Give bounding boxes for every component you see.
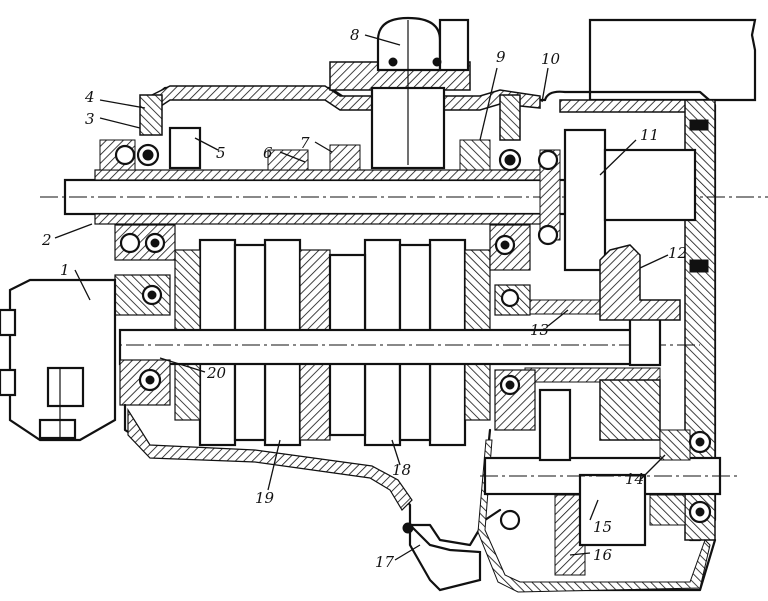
callout-5: 5 xyxy=(216,144,226,162)
callout-14: 14 xyxy=(625,470,644,488)
callout-16: 16 xyxy=(593,546,613,564)
callout-7: 7 xyxy=(300,134,310,152)
callout-4: 4 xyxy=(84,88,95,106)
callout-1: 1 xyxy=(60,261,70,279)
callout-17: 17 xyxy=(375,553,395,571)
callout-3: 3 xyxy=(85,110,95,128)
upper-gears xyxy=(99,126,522,172)
reverse-shaft xyxy=(480,388,740,576)
callout-18: 18 xyxy=(392,461,411,479)
housing-lower xyxy=(123,403,717,593)
callout-13: 13 xyxy=(530,321,549,339)
callout-19: 19 xyxy=(255,489,275,507)
callout-15: 15 xyxy=(593,518,612,536)
leader-lines xyxy=(54,34,669,561)
input-housing xyxy=(0,278,117,442)
callout-9: 9 xyxy=(496,48,506,66)
callout-6: 6 xyxy=(263,144,273,162)
callout-12: 12 xyxy=(668,244,687,262)
callout-labels: 1 2 3 4 5 6 7 8 9 10 11 12 13 14 15 16 1… xyxy=(41,26,687,571)
callout-20: 20 xyxy=(206,364,227,382)
callout-10: 10 xyxy=(541,50,561,68)
callout-11: 11 xyxy=(640,126,659,144)
right-bearings xyxy=(489,224,536,431)
gear-12 xyxy=(599,244,681,441)
callout-8: 8 xyxy=(350,26,360,44)
callout-2: 2 xyxy=(41,231,52,249)
left-bearings xyxy=(114,224,176,406)
breather-cap xyxy=(329,16,471,170)
output-flange xyxy=(537,128,697,272)
